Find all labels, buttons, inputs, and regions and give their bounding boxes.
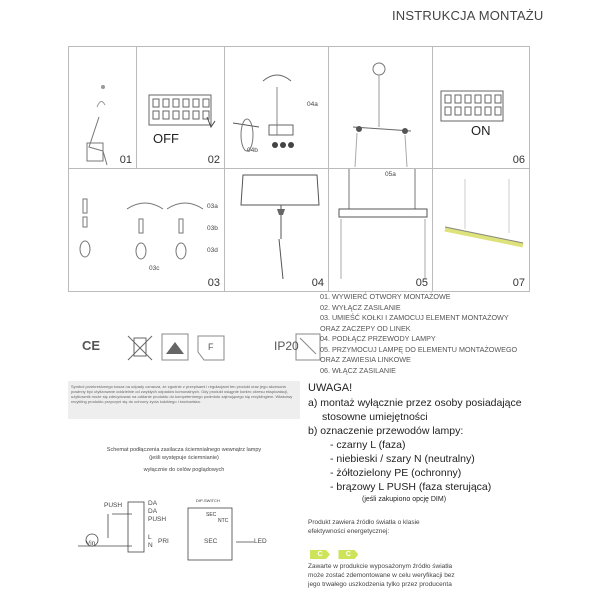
replace-line1: Zawarte w produkcie wyposażonym źródło ś…	[308, 563, 453, 570]
warning-a2: stosowne umiejętności	[322, 411, 428, 423]
energy-line1: Produkt zawiera źródło światła o klasie	[308, 519, 420, 526]
warning-title: UWAGA!	[308, 382, 353, 394]
label-da: DA	[148, 508, 158, 515]
panel-number: 05	[415, 277, 428, 289]
energy-line2: efektywności energetycznej:	[308, 528, 390, 535]
f-mark: F	[208, 342, 214, 352]
step-item: 06. WŁĄCZ ZASILANIE	[320, 365, 396, 375]
warning-b: b) oznaczenie przewodów lampy:	[308, 425, 464, 437]
step-item: 04. PODŁĄCZ PRZEWODY LAMPY	[320, 334, 436, 343]
ce-mark: CE	[82, 338, 101, 353]
label-03c: 03c	[149, 265, 160, 272]
wire-blue: - niebieski / szary N (neutralny)	[330, 453, 475, 465]
label-push: PUSH	[104, 502, 123, 509]
panel-04: 04	[225, 169, 329, 291]
on-label: ON	[471, 123, 491, 138]
ip-rating: IP20	[274, 339, 299, 353]
diagram-note: wyłącznie do celów poglądowych	[143, 467, 225, 473]
panel-02: OFF 02	[137, 47, 225, 169]
panel-number: 03	[207, 277, 220, 289]
wire-note: (jeśli zakupiono opcję DIM)	[362, 496, 447, 503]
dimmer-icon	[295, 333, 321, 361]
panel-number: 02	[207, 154, 220, 166]
energy-class-badge: C	[338, 550, 359, 559]
step-item: ORAZ ZACZEPY OD LINEK	[320, 323, 411, 333]
wiring-diagram	[78, 501, 254, 561]
wire-black: - czarny L (faza)	[330, 439, 406, 451]
assembly-grid: 01 OFF 02 04a 04b	[68, 46, 530, 292]
step-item: 05. PRZYMOCUJ LAMPĘ DO ELEMENTU MONTAŻOW…	[320, 344, 518, 354]
wire-brown: - brązowy L PUSH (faza sterująca)	[330, 481, 492, 493]
label-pri: PRI	[158, 538, 169, 545]
off-label: OFF	[153, 131, 179, 146]
panel-01: 01	[69, 47, 137, 169]
label-04a: 04a	[307, 101, 318, 108]
wire-pe: - żółtozielony PE (ochronny)	[330, 467, 462, 479]
steps-list: 01. WYWIERĆ OTWORY MONTAŻOWE 02. WYŁĄCZ …	[320, 292, 517, 376]
label-n: N	[148, 542, 153, 549]
label-03a: 03a	[207, 203, 218, 210]
certification-symbols: CE F IP20	[68, 330, 368, 366]
indoor-house-icon	[161, 333, 189, 361]
diagram-subtitle: (jeśli występuje ściemnianie)	[149, 455, 219, 461]
step-item: ORAZ ZAWIESIA LINKOWE	[320, 355, 411, 364]
trash-bin-icon	[127, 335, 153, 361]
energy-badges: C C	[310, 543, 359, 561]
step-item: 03. UMIEŚĆ KOŁKI I ZAMOCUJ ELEMENT MONTA…	[320, 313, 509, 322]
label-05a: 05a	[385, 171, 396, 178]
label-sec: SEC	[204, 538, 218, 545]
panel-05	[329, 47, 433, 169]
label-04b: 04b	[247, 147, 258, 154]
symbol-icons	[127, 333, 321, 361]
panel-05b: 05a 05	[329, 169, 433, 291]
replace-line3: jego trwałego uszkodzenia tylko przez pr…	[308, 581, 452, 588]
panel-number: 06	[512, 154, 525, 166]
panel-number: 04	[311, 277, 324, 289]
f-mark-icon	[197, 335, 225, 361]
disposal-note: Symbol przekreślonego kosza na odpady oz…	[68, 381, 300, 419]
energy-class-badge: C	[310, 550, 330, 559]
panel-number: 07	[512, 277, 525, 289]
label-l: L	[148, 534, 152, 541]
panel-06: ON 06	[433, 47, 529, 169]
page-title: INSTRUKCJA MONTAŻU	[392, 8, 544, 23]
label-ntc: NTC	[218, 518, 229, 524]
step-item: 02. WYŁĄCZ ZASILANIE	[320, 302, 401, 312]
replace-line2: może zostać zdemontowane w celu weryfika…	[308, 572, 455, 579]
label-03d: 03d	[207, 247, 218, 254]
panel-number: 01	[119, 154, 132, 166]
label-sec2: SEC	[206, 512, 217, 518]
label-03b: 03b	[207, 225, 218, 232]
panel-03: 03a 03b 03c 03d 03	[69, 169, 225, 291]
panel-04a: 04a 04b	[225, 47, 329, 169]
diagram-title: Schemat podłączenia zasilacza ściemnialn…	[106, 447, 262, 453]
label-push2: PUSH	[148, 516, 167, 523]
panel-07: 07	[433, 169, 529, 291]
label-da: DA	[148, 500, 158, 507]
warning-a1: a) montaż wyłącznie przez osoby posiadaj…	[308, 397, 522, 409]
label-led: LED	[254, 538, 267, 545]
label-vin: Vin	[86, 540, 96, 547]
step-item: 01. WYWIERĆ OTWORY MONTAŻOWE	[320, 292, 451, 301]
label-dip: DIP-SWITCH	[196, 498, 220, 503]
